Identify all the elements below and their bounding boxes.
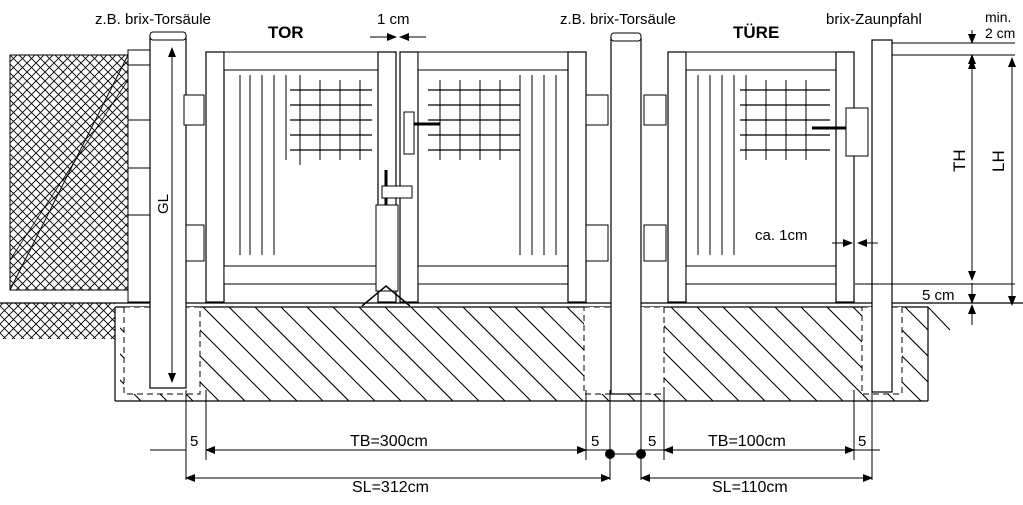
label-lh: LH: [989, 150, 1008, 172]
label-fence-post: brix-Zaunpfahl: [826, 11, 922, 28]
gate-frame: [205, 51, 587, 307]
left-gate-post: [149, 31, 205, 389]
dim-sl-gate: SL=312cm: [352, 479, 429, 496]
label-ground-gap: 5 cm: [922, 287, 955, 304]
label-door: TÜRE: [733, 23, 779, 42]
dim-five-1: 5: [190, 433, 198, 450]
label-gap-center: 1 cm: [377, 11, 410, 28]
labels: z.B. brix-Torsäule TOR 1 cm z.B. brix-To…: [95, 9, 1015, 496]
mesh-fence: [9, 49, 151, 303]
dim-tb-gate: TB=300cm: [350, 433, 428, 450]
dim-sl-door: SL=110cm: [712, 479, 788, 496]
label-post-left: z.B. brix-Torsäule: [95, 11, 211, 28]
label-gap-lock: ca. 1cm: [755, 227, 808, 244]
dimension-lines: [150, 30, 1016, 482]
dim-five-4: 5: [858, 433, 866, 450]
label-th: TH: [950, 149, 969, 172]
label-min: min.: [985, 9, 1011, 25]
door-frame: [667, 51, 869, 303]
dim-five-2: 5: [591, 433, 599, 450]
label-gate: TOR: [268, 23, 304, 42]
label-gl: GL: [155, 194, 172, 214]
middle-gate-post: [585, 32, 667, 395]
dim-five-3: 5: [648, 433, 656, 450]
fence-post-right: [871, 39, 1015, 393]
label-min-value: 2 cm: [985, 25, 1015, 41]
label-post-mid: z.B. brix-Torsäule: [560, 11, 676, 28]
dim-tb-door: TB=100cm: [708, 433, 786, 450]
